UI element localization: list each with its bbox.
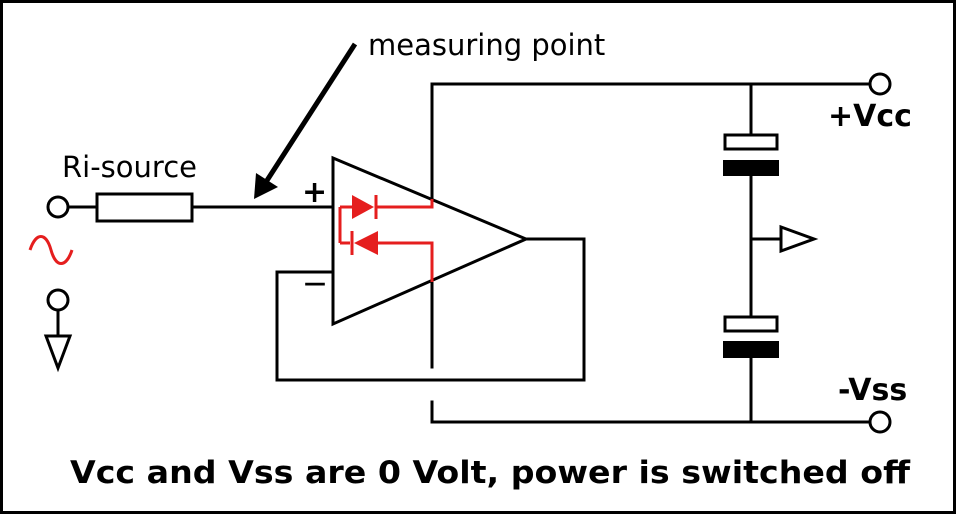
measuring-arrow-head-icon [254,173,278,199]
cap-lower-plate-positive [723,315,779,333]
caption-text: Vcc and Vss are 0 Volt, power is switche… [70,455,911,491]
diode-lower-to-vss [378,241,434,282]
ri-source-label: Ri-source [62,150,197,184]
measuring-point-label: measuring point [368,28,605,62]
ri-source-resistor [95,192,194,223]
measuring-arrow-shaft [263,42,358,184]
cap-upper-plate-positive [723,133,779,151]
vcc-terminal-icon [868,72,892,96]
opamp-triangle [331,155,530,327]
vss-label: -Vss [838,373,907,408]
diode-upper-to-vcc [376,199,434,209]
noninverting-input-sign: + [302,175,327,210]
input-terminal-icon [46,195,70,219]
ground-terminal-icon [46,288,70,312]
cap-lower-plate-negative [723,341,779,358]
feedback-wire [275,237,586,382]
vss-rail [430,400,872,424]
diode-lower-body [354,231,378,255]
protection-diodes [338,195,434,282]
midpoint-ground-triangle-icon [779,224,819,254]
sine-wave-icon [28,235,74,265]
vss-terminal-icon [868,410,892,434]
ground-triangle-icon [43,334,73,373]
inverting-input-sign: — [304,271,326,296]
cap-upper-plate-negative [723,160,779,176]
vcc-label: +Vcc [828,99,912,134]
vcc-rail [430,82,872,201]
diode-upper-body [352,195,374,219]
